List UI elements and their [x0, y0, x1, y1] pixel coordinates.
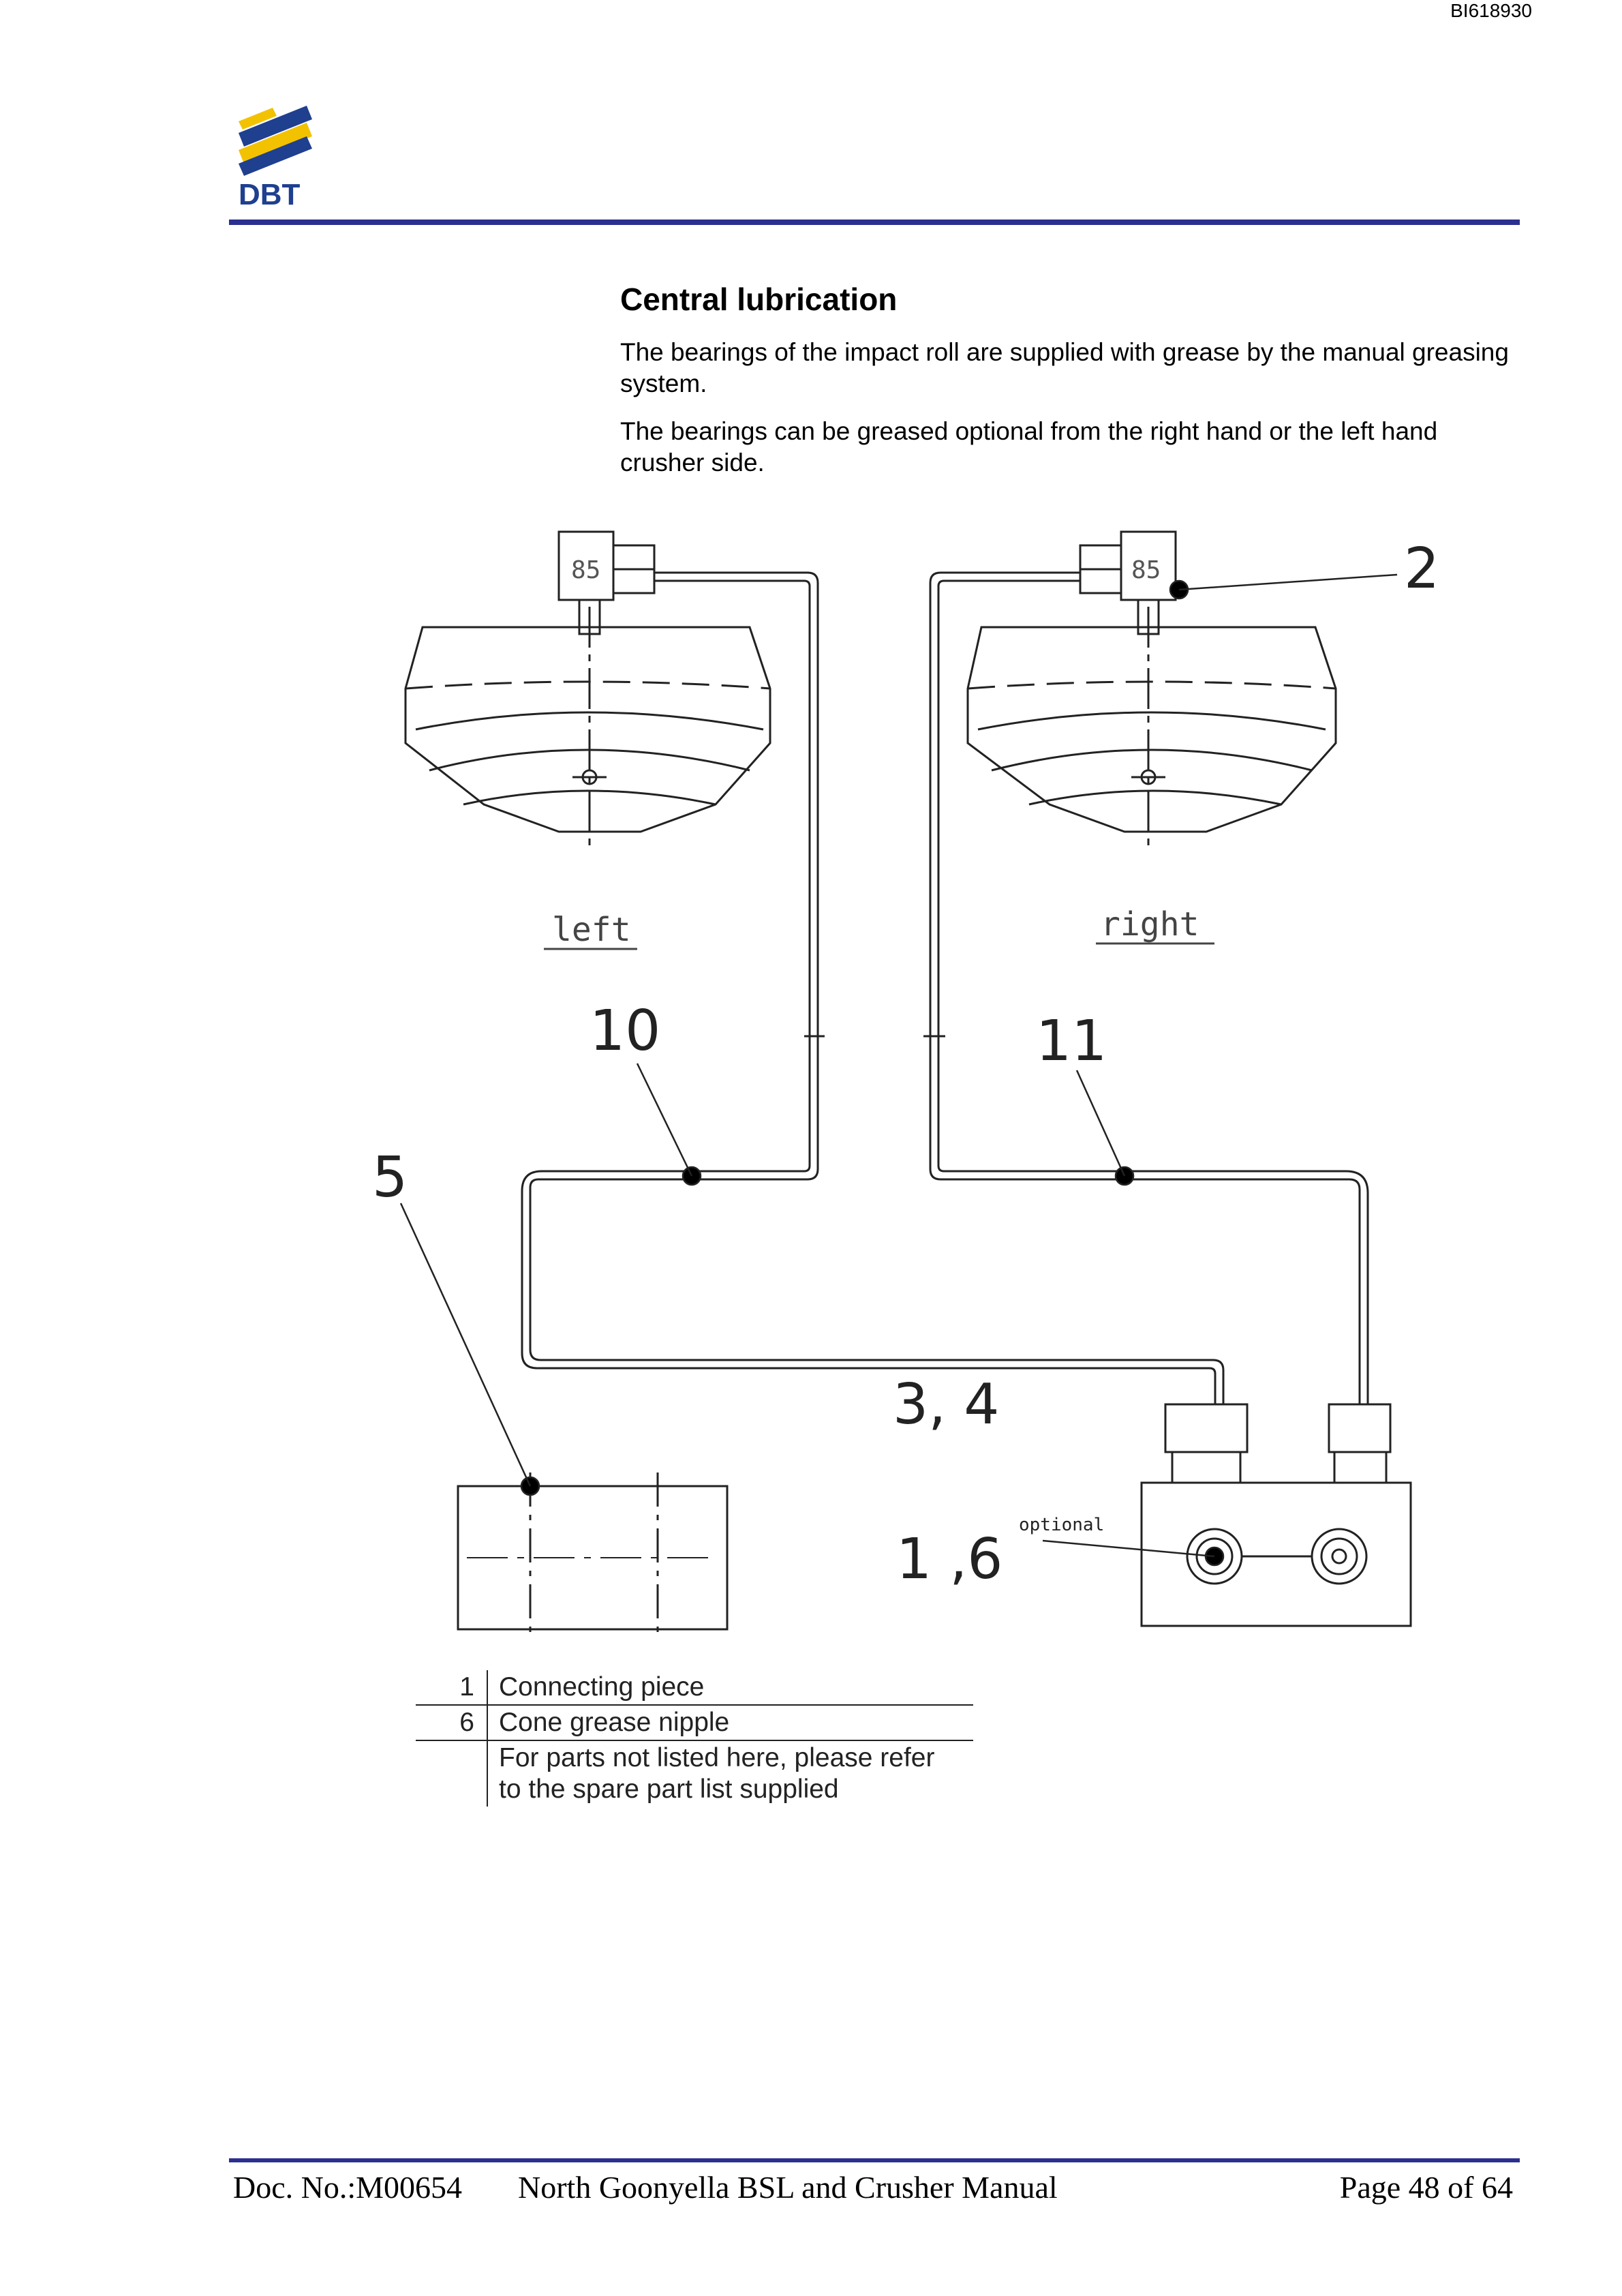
header-rule: [229, 220, 1520, 225]
footer-doc-number: Doc. No.:M00654: [233, 2170, 463, 2205]
footer-page-number: Page 48 of 64: [1339, 2170, 1513, 2205]
paragraph-1: The bearings of the impact roll are supp…: [620, 338, 1509, 397]
lubrication-diagram: 85 85 left right: [372, 530, 1439, 1636]
legend-desc: For parts not listed here, please refer …: [499, 1743, 935, 1804]
legend-row: 6 Cone grease nipple: [416, 1705, 973, 1741]
right-bearing-mark: 85: [1131, 556, 1161, 584]
footer-manual-title: North Goonyella BSL and Crusher Manual: [518, 2170, 1058, 2205]
legend-num: [416, 1740, 488, 1807]
callout-11: 11: [1036, 1009, 1107, 1074]
dbt-logo: DBT: [239, 106, 312, 211]
paragraph-2: The bearings can be greased optional fro…: [620, 417, 1438, 477]
right-feed-pipe: [923, 571, 1369, 1404]
callout-leaders: [399, 573, 1398, 1567]
footer-rule: [229, 2158, 1520, 2162]
legend-num: 6: [416, 1705, 488, 1741]
left-feed-pipe: [521, 571, 1225, 1404]
callout-2: 2: [1404, 537, 1439, 601]
logo-text: DBT: [239, 178, 301, 211]
document-id: BI618930: [1450, 0, 1532, 21]
left-bearing: [404, 530, 771, 852]
logo-mark-icon: [239, 106, 312, 176]
left-bearing-mark: 85: [571, 556, 600, 584]
legend-num: 1: [416, 1670, 488, 1706]
left-label: left: [552, 911, 631, 949]
legend-row: For parts not listed here, please refer …: [416, 1740, 973, 1807]
distribution-block: [1140, 1403, 1412, 1627]
callout-10: 10: [590, 999, 660, 1063]
legend-desc: Cone grease nipple: [487, 1705, 973, 1741]
legend-row: 1 Connecting piece: [416, 1670, 973, 1706]
crusher-block: [457, 1472, 729, 1636]
callout-5: 5: [372, 1145, 408, 1210]
optional-annotation: optional: [1019, 1515, 1104, 1535]
right-label: right: [1101, 905, 1199, 943]
section-heading: Central lubrication: [620, 282, 898, 317]
right-bearing: [966, 530, 1337, 852]
callout-1-6: 1 ,6: [896, 1527, 1003, 1592]
parts-legend: 1 Connecting piece 6 Cone grease nipple …: [416, 1670, 973, 1807]
legend-desc: Connecting piece: [487, 1670, 973, 1706]
callout-3-4: 3, 4: [893, 1372, 999, 1437]
